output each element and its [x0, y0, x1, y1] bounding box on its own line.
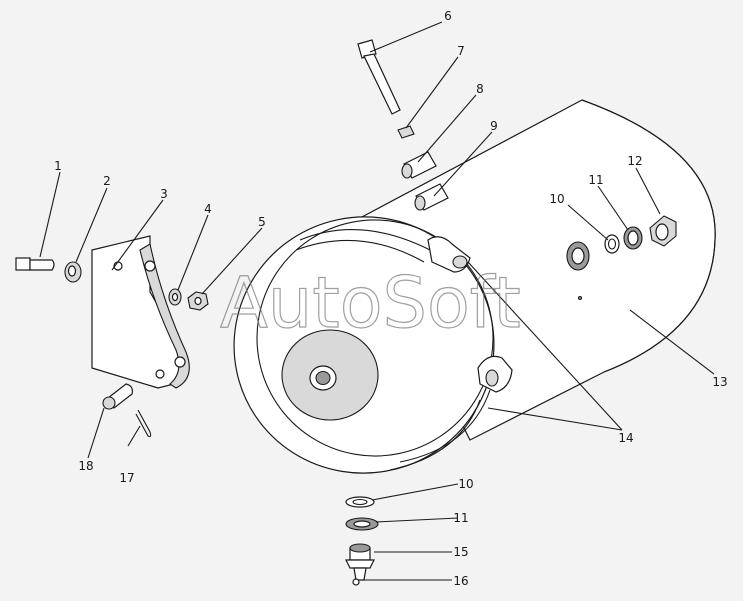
- pin-part-18: [102, 383, 133, 410]
- callout-5: 5: [258, 215, 266, 229]
- callout-17: 17: [119, 471, 134, 485]
- leader-lines: [39, 21, 715, 581]
- callout-3: 3: [160, 187, 168, 201]
- plug-part-12: [649, 215, 677, 247]
- callout-16: 16: [453, 574, 468, 588]
- callout-10-bottom: 10: [458, 477, 473, 491]
- callout-11-bottom: 11: [453, 511, 468, 525]
- callout-18: 18: [78, 459, 93, 473]
- ring-part-10a: [566, 241, 590, 271]
- callout-12: 12: [627, 154, 642, 168]
- callout-labels: 1 2 3 4 5 6 7 8 9 10 11 12 13 14 10 11 1…: [54, 9, 727, 588]
- bottom-drain-valve: [345, 496, 379, 586]
- callout-9: 9: [490, 119, 498, 133]
- callout-10-right: 10: [549, 192, 564, 206]
- callout-1: 1: [54, 159, 62, 173]
- callout-14: 14: [618, 431, 633, 445]
- washer-part-4: [168, 288, 182, 306]
- bracket-assembly: [15, 235, 209, 438]
- bolt-part-1: [15, 257, 55, 271]
- washer-part-11b: [623, 226, 643, 250]
- callout-7: 7: [457, 44, 465, 58]
- watermark-text: AutoSoft: [220, 262, 521, 344]
- nut-part-5: [187, 291, 209, 311]
- callout-8: 8: [476, 82, 484, 96]
- callout-4: 4: [204, 202, 212, 216]
- cotter-pin-part-17: [135, 409, 152, 438]
- callout-15: 15: [453, 545, 468, 559]
- drain-fittings: [566, 215, 677, 271]
- callout-11-right: 11: [588, 173, 603, 187]
- washer-part-2: [64, 261, 82, 283]
- callout-2: 2: [103, 174, 111, 188]
- callout-6: 6: [444, 9, 452, 23]
- gasket-part-11a: [604, 234, 620, 254]
- callout-13: 13: [712, 375, 727, 389]
- bracket-plate-part-3: [91, 235, 190, 389]
- air-tank: [233, 99, 716, 474]
